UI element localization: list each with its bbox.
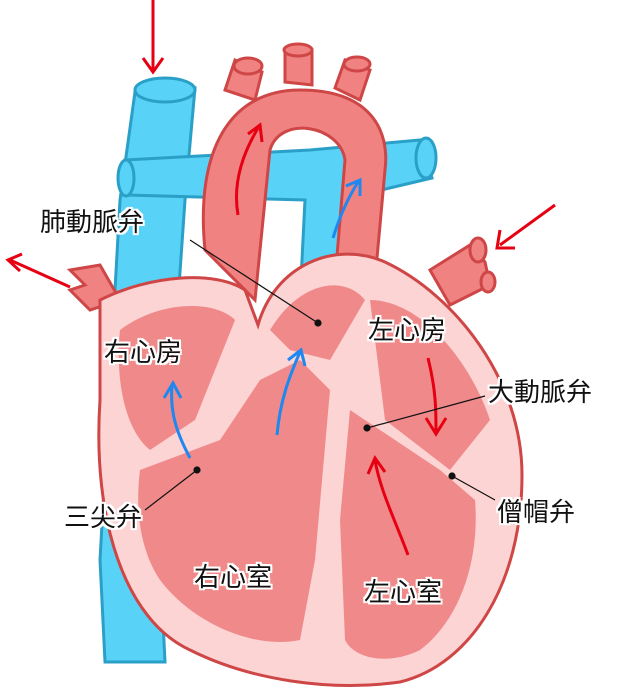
label-pulmonary-valve: 肺動脈弁 (40, 208, 145, 238)
label-tricuspid-valve: 三尖弁 (64, 503, 143, 533)
label-left-atrium: 左心房 (368, 316, 447, 346)
label-right-atrium: 右心房 (104, 338, 183, 368)
label-right-ventricle: 右心室 (194, 563, 273, 593)
leader-lines (144, 239, 496, 511)
red-flow-arrows (5, 0, 556, 556)
chambers (118, 285, 490, 659)
label-mitral-valve: 僧帽弁 (497, 498, 576, 528)
label-aortic-valve: 大動脈弁 (488, 378, 593, 408)
label-left-ventricle: 左心室 (364, 578, 443, 608)
blue-flow-arrows (162, 177, 362, 459)
